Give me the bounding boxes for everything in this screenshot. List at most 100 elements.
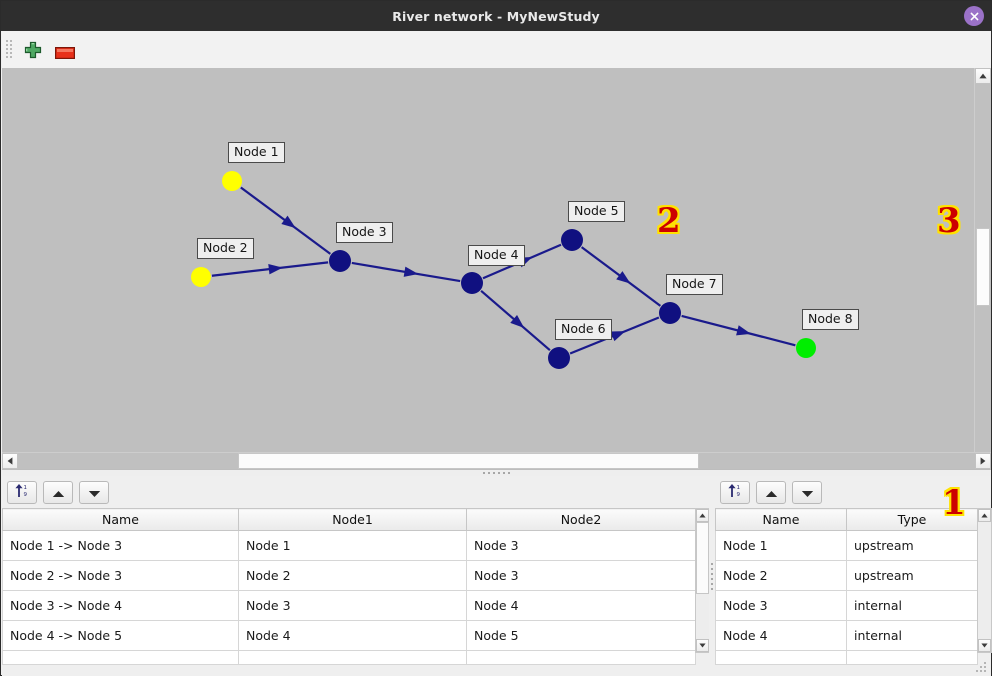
column-header-node1[interactable]: Node1 xyxy=(238,508,467,531)
canvas-scroll-left-icon[interactable] xyxy=(2,453,18,469)
table-cell[interactable]: Node 3 -> Node 4 xyxy=(2,590,239,621)
reaches-scroll-up-icon[interactable] xyxy=(696,509,709,522)
reaches-table-row-empty[interactable] xyxy=(2,650,696,665)
graph-edge-arrow xyxy=(616,271,631,284)
graph-node[interactable] xyxy=(659,302,681,324)
table-cell[interactable]: Node 2 xyxy=(715,560,847,591)
graph-node[interactable] xyxy=(222,171,242,191)
graph-node[interactable] xyxy=(796,338,816,358)
graph-node[interactable] xyxy=(461,272,483,294)
reaches-table-scrollbar[interactable] xyxy=(695,508,710,653)
column-header-node2[interactable]: Node2 xyxy=(466,508,696,531)
nodes-scroll-down-icon[interactable] xyxy=(978,639,991,652)
table-cell[interactable]: Node 2 xyxy=(238,560,467,591)
close-icon[interactable] xyxy=(964,6,984,26)
canvas-scroll-up-icon[interactable] xyxy=(975,68,991,84)
column-header-type[interactable]: Type xyxy=(846,508,978,531)
nodes-scroll-up-icon[interactable] xyxy=(978,509,991,522)
svg-text:9: 9 xyxy=(737,492,741,498)
table-cell[interactable]: Node 1 -> Node 3 xyxy=(2,530,239,561)
canvas-scroll-right-icon[interactable] xyxy=(975,453,991,469)
vertical-splitter[interactable] xyxy=(709,476,715,676)
table-cell-empty[interactable] xyxy=(238,650,467,665)
move-down-icon xyxy=(801,483,814,502)
reaches-scroll-down-icon[interactable] xyxy=(696,639,709,652)
svg-text:1: 1 xyxy=(737,485,741,491)
vsplitter-grip xyxy=(711,562,713,590)
graph-node-label[interactable]: Node 4 xyxy=(468,245,525,266)
graph-node-label[interactable]: Node 6 xyxy=(555,319,612,340)
table-cell-empty[interactable] xyxy=(2,650,239,665)
canvas-horizontal-scrollbar[interactable] xyxy=(2,452,991,469)
add-plus-icon[interactable] xyxy=(23,40,43,60)
table-cell-empty[interactable] xyxy=(846,650,978,665)
table-cell-empty[interactable] xyxy=(466,650,696,665)
nodes-table-row-empty[interactable] xyxy=(715,650,978,665)
nodes-scroll-track[interactable] xyxy=(978,522,991,639)
table-cell[interactable]: Node 3 xyxy=(715,590,847,621)
graph-node[interactable] xyxy=(561,229,583,251)
graph-node[interactable] xyxy=(191,267,211,287)
resize-grip[interactable] xyxy=(976,662,988,674)
table-cell[interactable]: Node 3 xyxy=(466,530,696,561)
graph-node-label[interactable]: Node 8 xyxy=(802,309,859,330)
reaches-move-down-button[interactable] xyxy=(79,480,109,504)
canvas-vertical-scrollbar[interactable] xyxy=(974,68,991,472)
graph-node[interactable] xyxy=(329,250,351,272)
nodes-sort-button[interactable]: 1 9 xyxy=(720,480,750,504)
graph-node-label[interactable]: Node 3 xyxy=(336,222,393,243)
title-bar: River network - MyNewStudy xyxy=(1,1,991,31)
table-cell[interactable]: Node 5 xyxy=(466,620,696,651)
table-cell[interactable]: Node 1 xyxy=(238,530,467,561)
table-cell[interactable]: upstream xyxy=(846,560,978,591)
table-cell[interactable]: upstream xyxy=(846,530,978,561)
table-cell[interactable]: Node 4 -> Node 5 xyxy=(2,620,239,651)
splitter-grip xyxy=(483,472,510,474)
table-cell[interactable]: Node 3 xyxy=(466,560,696,591)
toolbar-drag-handle[interactable] xyxy=(6,40,12,60)
column-header-name[interactable]: Name xyxy=(715,508,847,531)
canvas-vscroll-thumb[interactable] xyxy=(976,228,990,306)
table-cell[interactable]: Node 3 xyxy=(238,590,467,621)
nodes-table-scrollbar[interactable] xyxy=(977,508,992,653)
graph-node-label[interactable]: Node 1 xyxy=(228,142,285,163)
table-cell[interactable]: Node 4 xyxy=(238,620,467,651)
delete-minus-icon[interactable] xyxy=(55,44,75,60)
graph-node[interactable] xyxy=(548,347,570,369)
reaches-sort-button[interactable]: 1 9 xyxy=(7,480,37,504)
reaches-toolbar: 1 9 xyxy=(2,476,109,508)
move-up-icon xyxy=(52,483,65,502)
graph-node-label[interactable]: Node 2 xyxy=(197,238,254,259)
table-cell-empty[interactable] xyxy=(715,650,847,665)
nodes-move-down-button[interactable] xyxy=(792,480,822,504)
reaches-scroll-thumb[interactable] xyxy=(696,522,709,594)
nodes-move-up-button[interactable] xyxy=(756,480,786,504)
table-cell[interactable]: internal xyxy=(846,590,978,621)
graph-edge-arrow xyxy=(510,314,525,329)
canvas-hscroll-thumb[interactable] xyxy=(238,453,699,469)
horizontal-splitter[interactable] xyxy=(2,469,991,476)
network-graph-canvas[interactable]: Node 1 Node 2 Node 3 Node 4 Node 5 Node 6 Node… xyxy=(2,68,991,472)
graph-node-label[interactable]: Node 5 xyxy=(568,201,625,222)
table-cell[interactable]: Node 1 xyxy=(715,530,847,561)
table-cell[interactable]: Node 2 -> Node 3 xyxy=(2,560,239,591)
table-cell[interactable]: internal xyxy=(846,620,978,651)
table-cell[interactable]: Node 4 xyxy=(715,620,847,651)
graph-node-label[interactable]: Node 7 xyxy=(666,274,723,295)
column-header-name[interactable]: Name xyxy=(2,508,239,531)
move-down-icon xyxy=(88,483,101,502)
table-cell[interactable]: Node 4 xyxy=(466,590,696,621)
reaches-move-up-button[interactable] xyxy=(43,480,73,504)
